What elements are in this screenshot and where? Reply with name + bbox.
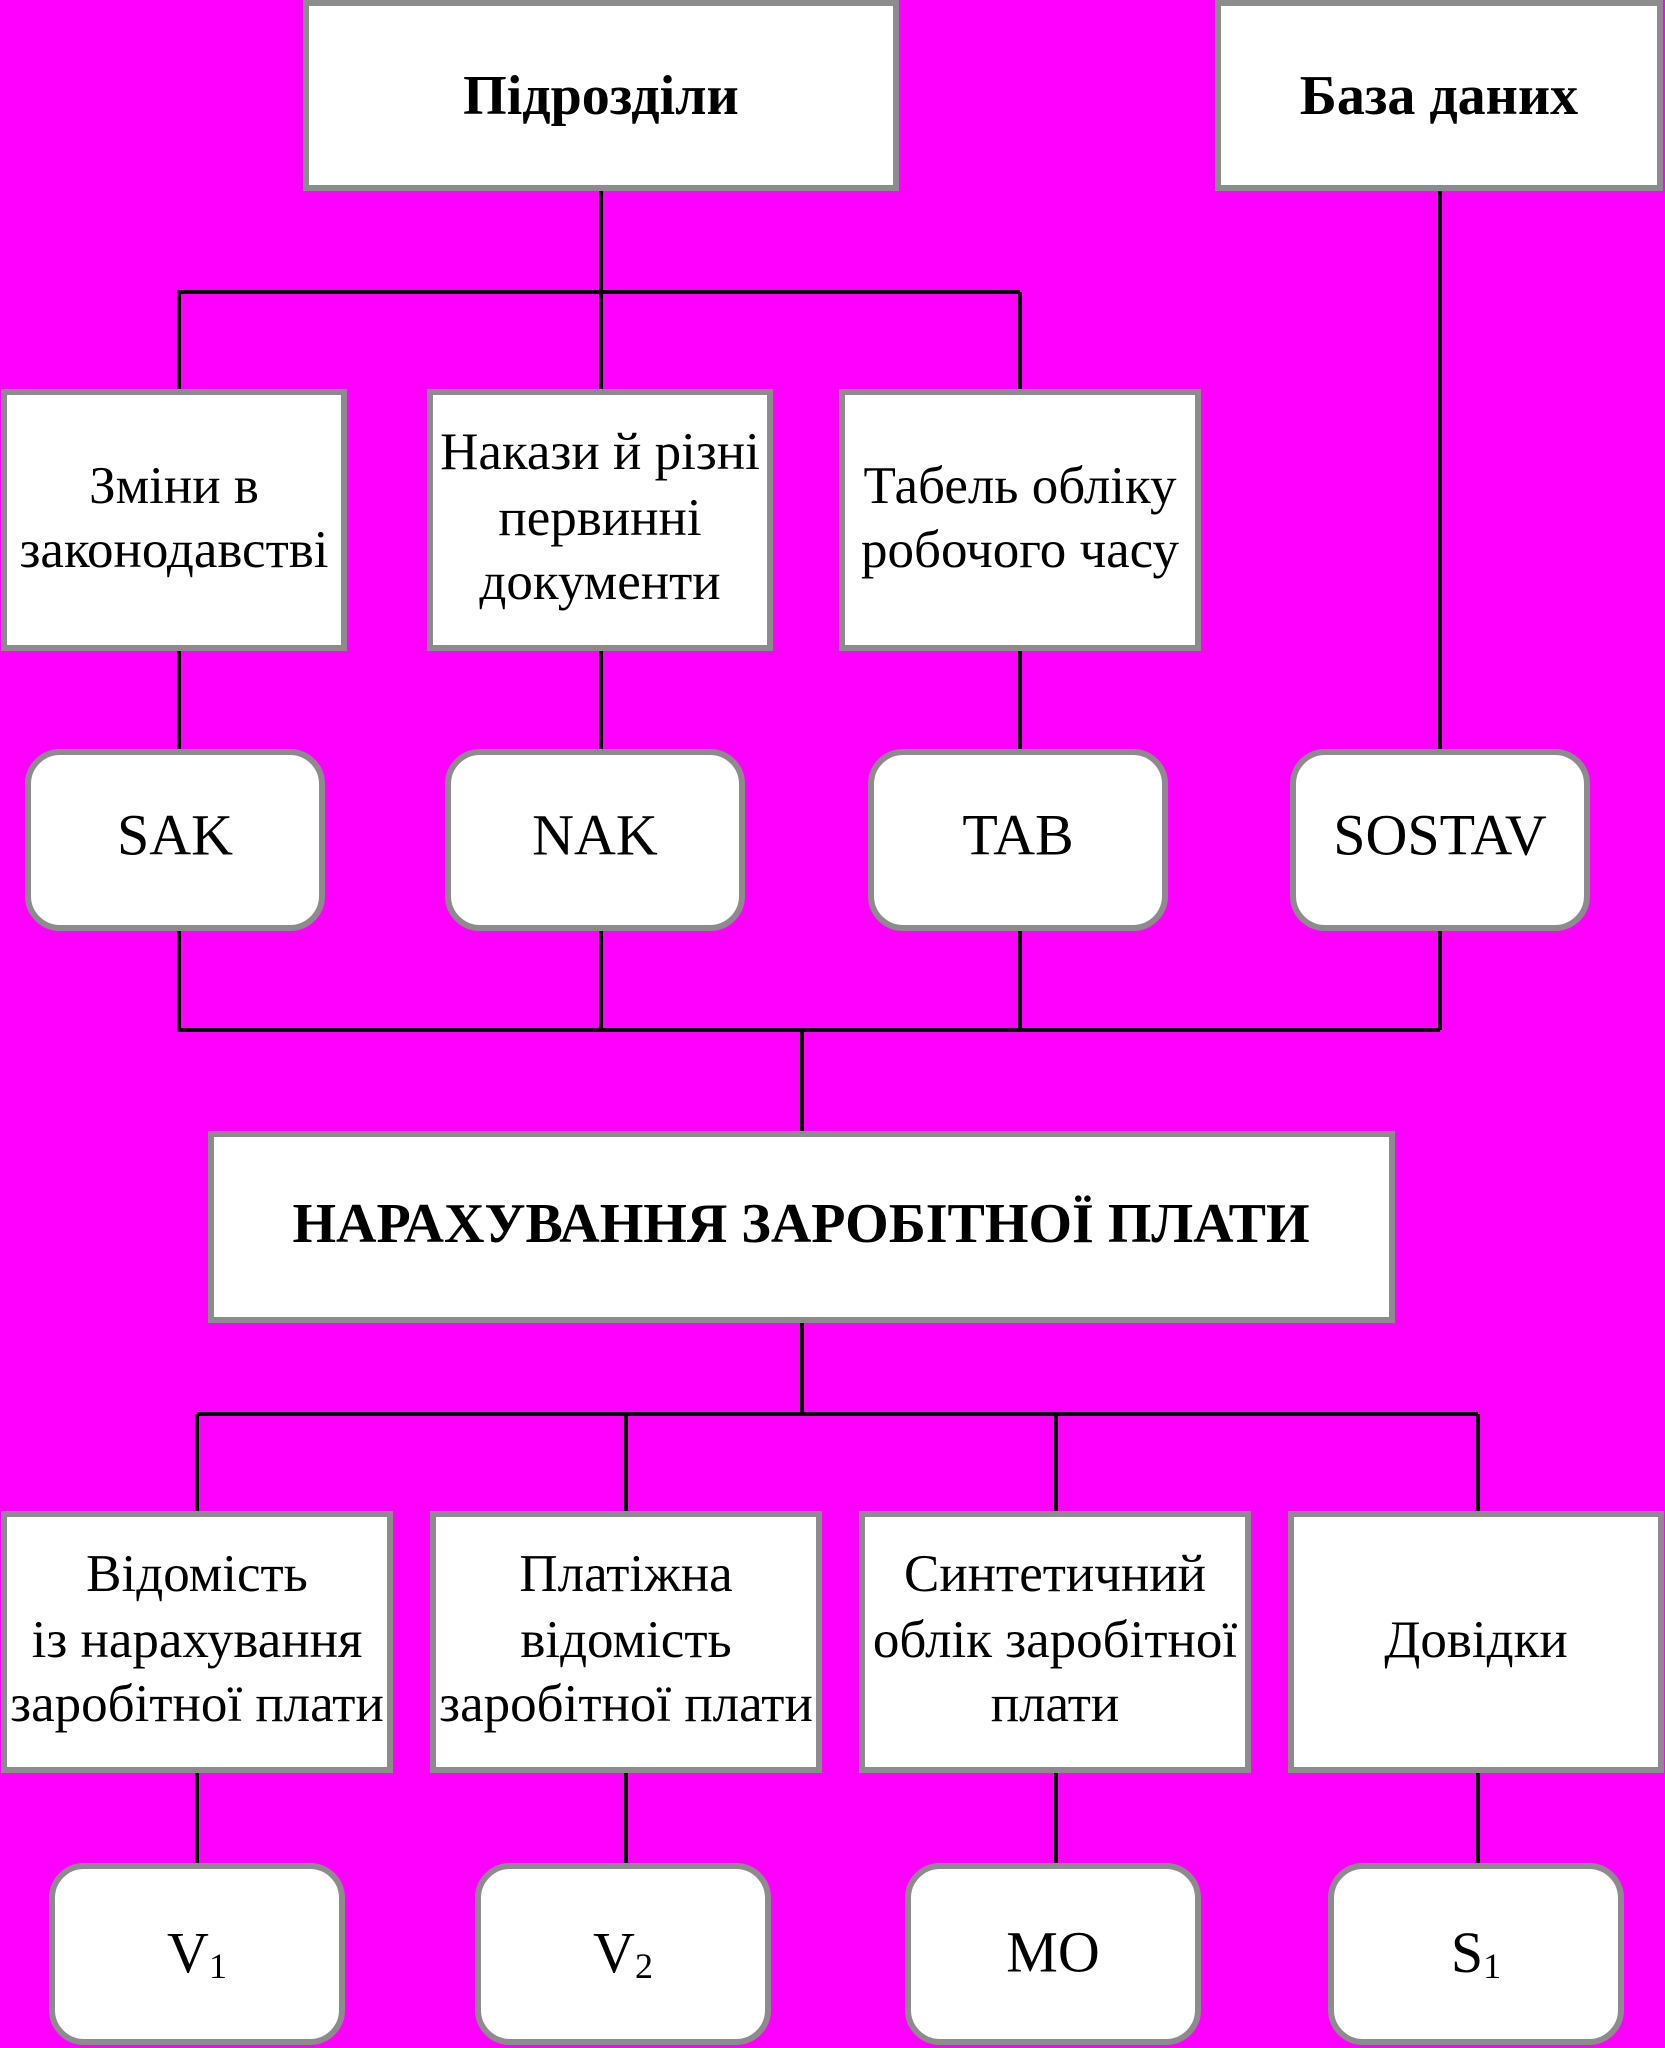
payment-sheet-line-1: Платіжна xyxy=(519,1545,732,1603)
box-legislation: Зміни в законодавстві xyxy=(1,389,347,651)
file-s1: S1 xyxy=(1328,1863,1624,2045)
mo-label: МО xyxy=(1006,1920,1099,1985)
legislation-line-2: законодавстві xyxy=(20,521,329,579)
file-sostav: SOSTAV xyxy=(1290,749,1590,931)
box-database: База даних xyxy=(1215,0,1663,191)
orders-line-3: документи xyxy=(479,553,720,611)
sak-label: SAK xyxy=(117,803,233,868)
s1-subscript: 1 xyxy=(1483,1946,1501,1986)
file-v1: V1 xyxy=(49,1863,345,2045)
v2-base: V xyxy=(593,1920,635,1985)
payroll-sheet-line-1: Відомість xyxy=(86,1545,308,1603)
box-timesheet: Табель обліку робочого часу xyxy=(839,389,1201,651)
box-departments: Підрозділи xyxy=(303,0,899,191)
box-orders: Накази й різні первинні документи xyxy=(427,389,773,651)
synthetic-line-2: облік заробітної xyxy=(873,1611,1237,1669)
v1-base: V xyxy=(167,1920,209,1985)
box-process: НАРАХУВАННЯ ЗАРОБІТНОЇ ПЛАТИ xyxy=(208,1131,1395,1323)
orders-line-2: первинні xyxy=(498,489,701,547)
orders-line-1: Накази й різні xyxy=(440,423,760,481)
process-label: НАРАХУВАННЯ ЗАРОБІТНОЇ ПЛАТИ xyxy=(292,1193,1309,1255)
synthetic-line-1: Синтетичний xyxy=(904,1545,1206,1603)
payment-sheet-line-2: відомість xyxy=(520,1611,731,1669)
box-synthetic: Синтетичний облік заробітної плати xyxy=(859,1511,1251,1773)
file-nak: NAK xyxy=(445,749,745,931)
payment-sheet-line-3: заробітної плати xyxy=(439,1675,813,1733)
references-label: Довідки xyxy=(1384,1611,1567,1669)
v1-label: V1 xyxy=(167,1920,227,1987)
nak-label: NAK xyxy=(532,803,658,868)
v1-subscript: 1 xyxy=(209,1946,227,1986)
timesheet-line-1: Табель обліку xyxy=(863,457,1177,515)
file-sak: SAK xyxy=(25,749,325,931)
s1-label: S1 xyxy=(1451,1920,1501,1987)
v2-subscript: 2 xyxy=(635,1946,653,1986)
payroll-sheet-line-3: заробітної плати xyxy=(10,1675,384,1733)
box-references: Довідки xyxy=(1288,1511,1664,1773)
box-payment-sheet: Платіжна відомість заробітної плати xyxy=(430,1511,822,1773)
synthetic-line-3: плати xyxy=(991,1675,1120,1733)
connectors xyxy=(177,188,1480,1866)
file-tab: TAB xyxy=(868,749,1168,931)
payroll-sheet-line-2: із нарахування xyxy=(32,1611,363,1669)
v2-label: V2 xyxy=(593,1920,653,1987)
timesheet-line-2: робочого часу xyxy=(861,521,1179,579)
file-v2: V2 xyxy=(475,1863,771,2045)
departments-label: Підрозділи xyxy=(463,65,739,127)
file-mo: МО xyxy=(905,1863,1201,2045)
legislation-line-1: Зміни в xyxy=(89,457,259,515)
sostav-label: SOSTAV xyxy=(1333,803,1547,868)
box-payroll-sheet: Відомість із нарахування заробітної плат… xyxy=(1,1511,393,1773)
s1-base: S xyxy=(1451,1920,1483,1985)
tab-label: TAB xyxy=(962,803,1073,868)
database-label: База даних xyxy=(1300,65,1578,127)
